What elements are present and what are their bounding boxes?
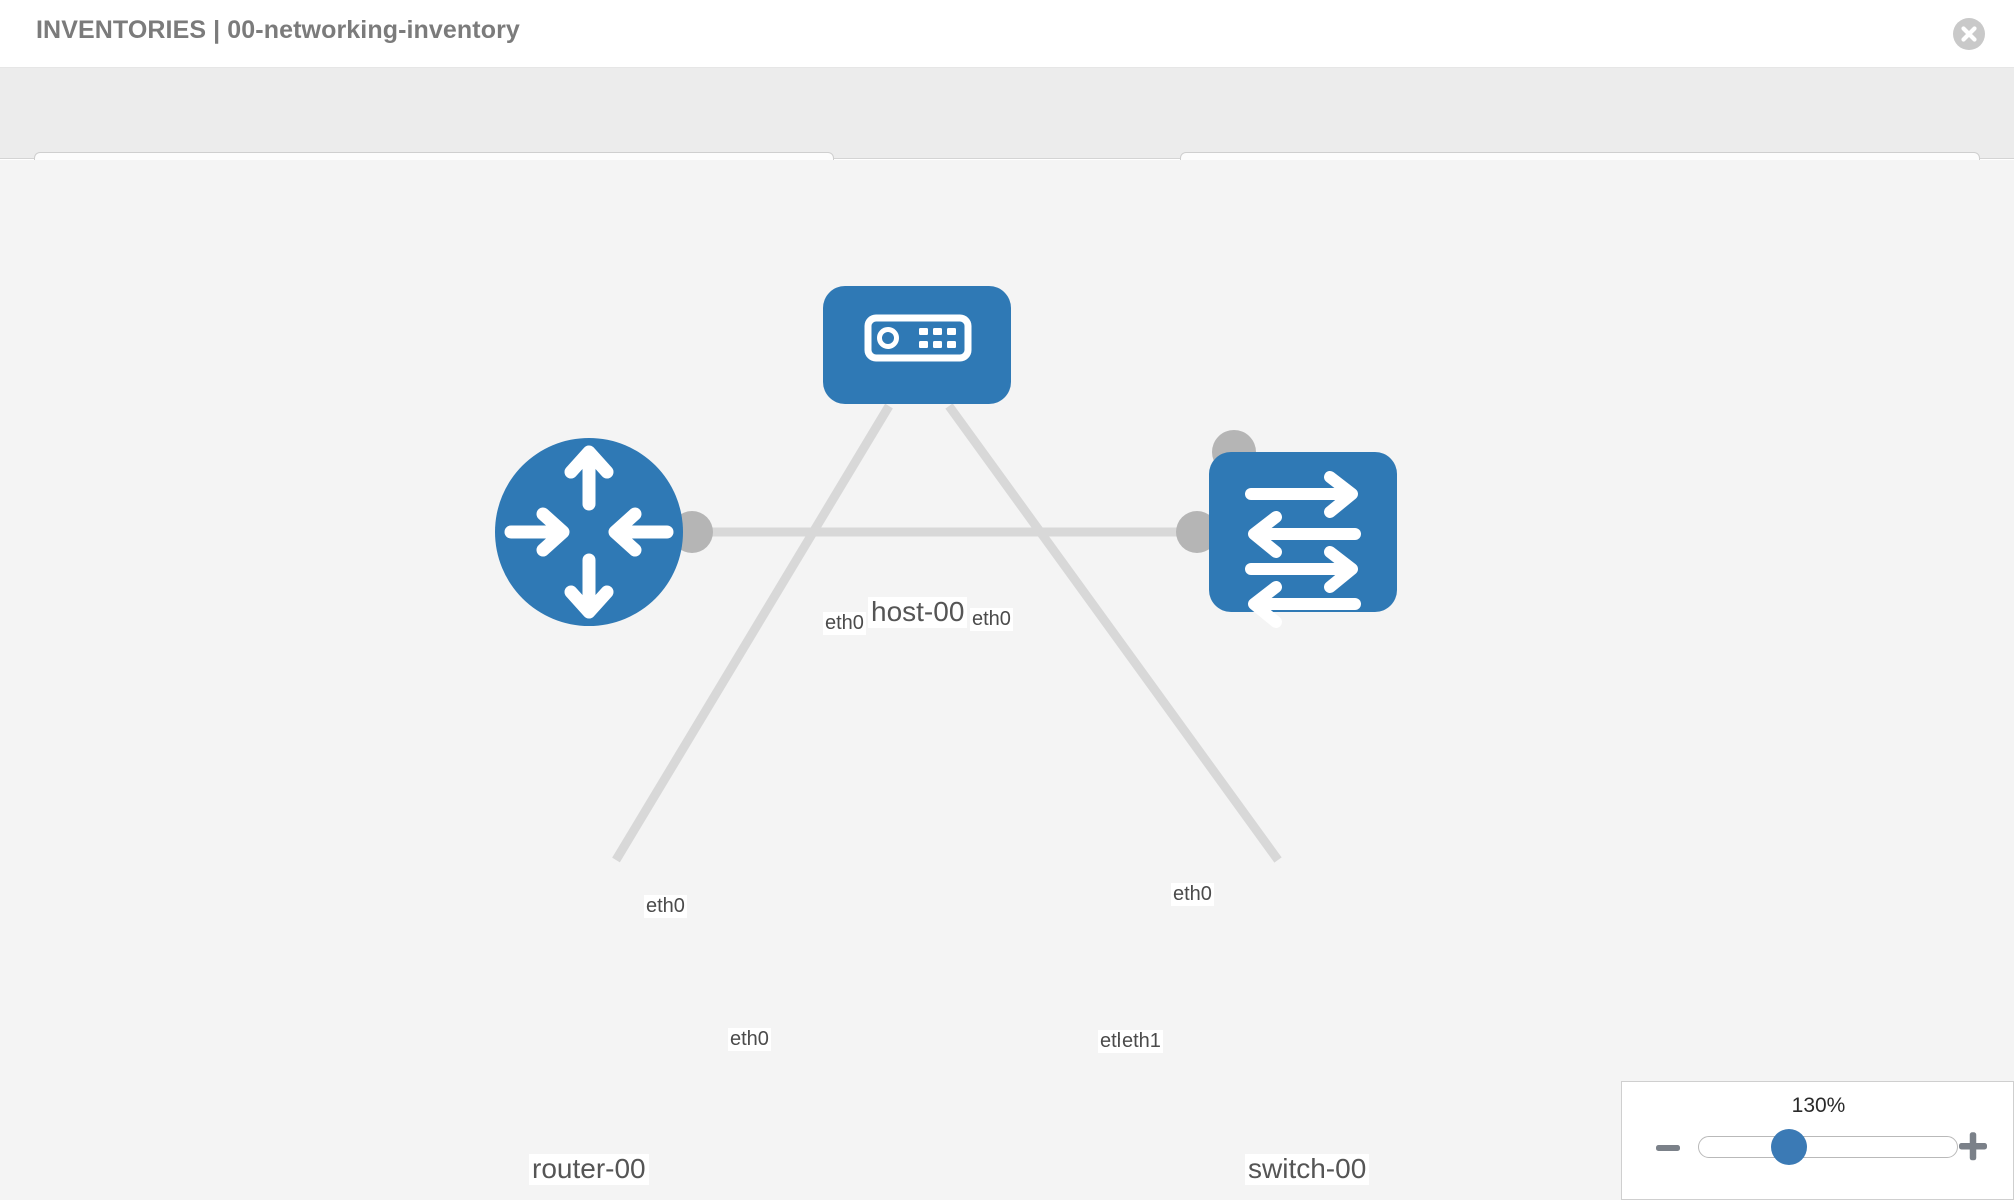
title-bar: INVENTORIES | 00-networking-inventory [0,0,2014,68]
zoom-level-value: 130% [1791,1094,1846,1117]
connector-switch00-left [1176,511,1218,553]
iface-label-switch00-up: eth0 [1171,883,1214,906]
node-label-host-00: host-00 [868,596,968,628]
node-host-00 [823,286,1011,404]
iface-label-host00-right: eth0 [970,608,1013,631]
topology-graph [495,286,1397,863]
link-host00-switch00 [945,403,1282,863]
zoom-slider-track[interactable] [1698,1136,1958,1158]
plus-icon[interactable] [1957,1130,1989,1162]
node-label-router-00: router-00 [529,1153,649,1185]
link-host00-router00 [612,403,893,863]
node-router-00 [495,438,683,626]
zoom-control-panel: 130% [1621,1081,2014,1200]
node-label-switch-00: switch-00 [1245,1153,1370,1185]
close-icon[interactable] [1952,17,1986,51]
iface-label-router00-up: eth0 [644,895,687,918]
toolbar: ACTIONS SEARCH [0,68,2014,203]
iface-label-switch00-left-eth1: eth1 [1120,1030,1163,1053]
page-title: INVENTORIES | 00-networking-inventory [36,16,520,44]
zoom-slider-handle[interactable] [1771,1129,1807,1165]
topology-links [612,403,1282,863]
topology-canvas[interactable]: host-00 router-00 switch-00 eth0 eth0 et… [0,160,2014,1200]
node-switch-00 [1209,452,1397,628]
iface-label-host00-left: eth0 [823,612,866,635]
iface-label-router00-right: eth0 [728,1028,771,1051]
minus-icon[interactable] [1654,1134,1682,1162]
